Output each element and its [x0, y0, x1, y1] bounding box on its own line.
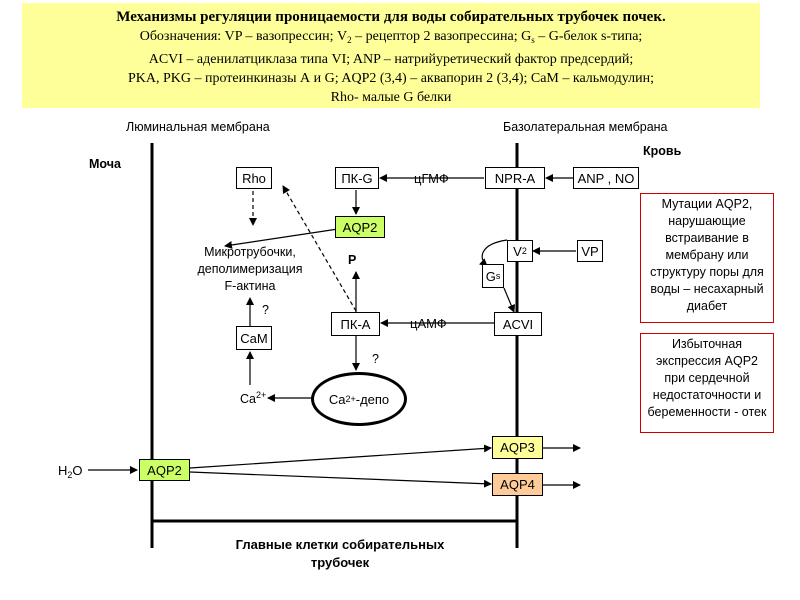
aqp2-vesicle-box: AQP2: [335, 216, 385, 238]
diagram-title: Механизмы регуляции проницаемости для во…: [116, 9, 666, 25]
urine-label: Моча: [89, 157, 121, 171]
acvi-box: ACVI: [494, 312, 542, 336]
camp-label: цАМФ: [410, 316, 447, 331]
blood-label: Кровь: [643, 144, 682, 158]
legend-line-3: PKA, PKG – протеинкиназы А и G; AQP2 (3,…: [127, 71, 655, 86]
aqp4-box: AQP4: [492, 473, 543, 496]
luminal-membrane-label: Люминальная мембрана: [126, 120, 270, 134]
legend-subscript: s: [531, 35, 535, 45]
cell-caption: Главные клетки собирательных трубочек: [235, 537, 445, 570]
legend-header: Механизмы регуляции проницаемости для во…: [22, 3, 760, 108]
legend-text: Обозначения: VP – вазопрессин; V: [139, 29, 348, 44]
pkg-box: ПК-G: [335, 167, 379, 189]
rho-box: Rho: [236, 167, 272, 189]
anp-no-box: ANP , NO: [573, 167, 639, 189]
water-label: H2O: [58, 463, 83, 480]
phosphorylation-label: P: [348, 253, 357, 267]
legend-text: – G-белок s-типа;: [534, 29, 643, 44]
pka-box: ПК-А: [331, 312, 380, 336]
overexpression-note: Избыточная экспрессия AQP2 при сердечной…: [640, 333, 774, 433]
question-mark-2: ?: [372, 352, 379, 366]
legend-line-4: Rho- малые G белки: [330, 90, 452, 105]
legend-text: – рецептор 2 вазопрессина; G: [351, 29, 532, 44]
aqp3-box: AQP3: [492, 436, 543, 459]
basolateral-membrane-label: Базолатеральная мембрана: [503, 120, 668, 134]
cgmp-label: цГМФ: [414, 171, 449, 186]
mutations-note: Мутации AQP2, нарушающие встраивание в м…: [640, 193, 774, 323]
question-mark-1: ?: [262, 303, 269, 317]
calmodulin-box: CaM: [236, 326, 272, 350]
npra-box: NPR-A: [485, 167, 545, 189]
legend-subscript: 2: [347, 35, 352, 45]
legend-line-2: ACVI – аденилатциклаза типа VI; ANP – на…: [148, 52, 634, 67]
aqp2-membrane-box: AQP2: [139, 459, 190, 481]
calcium-ion-label: Ca2+: [240, 390, 267, 406]
legend-line-1: Обозначения: VP – вазопрессин; V2 – реце…: [22, 27, 760, 50]
vp-box: VP: [577, 240, 603, 262]
microtubules-label: Микротрубочки, деполимеризация F-актина: [197, 245, 303, 293]
